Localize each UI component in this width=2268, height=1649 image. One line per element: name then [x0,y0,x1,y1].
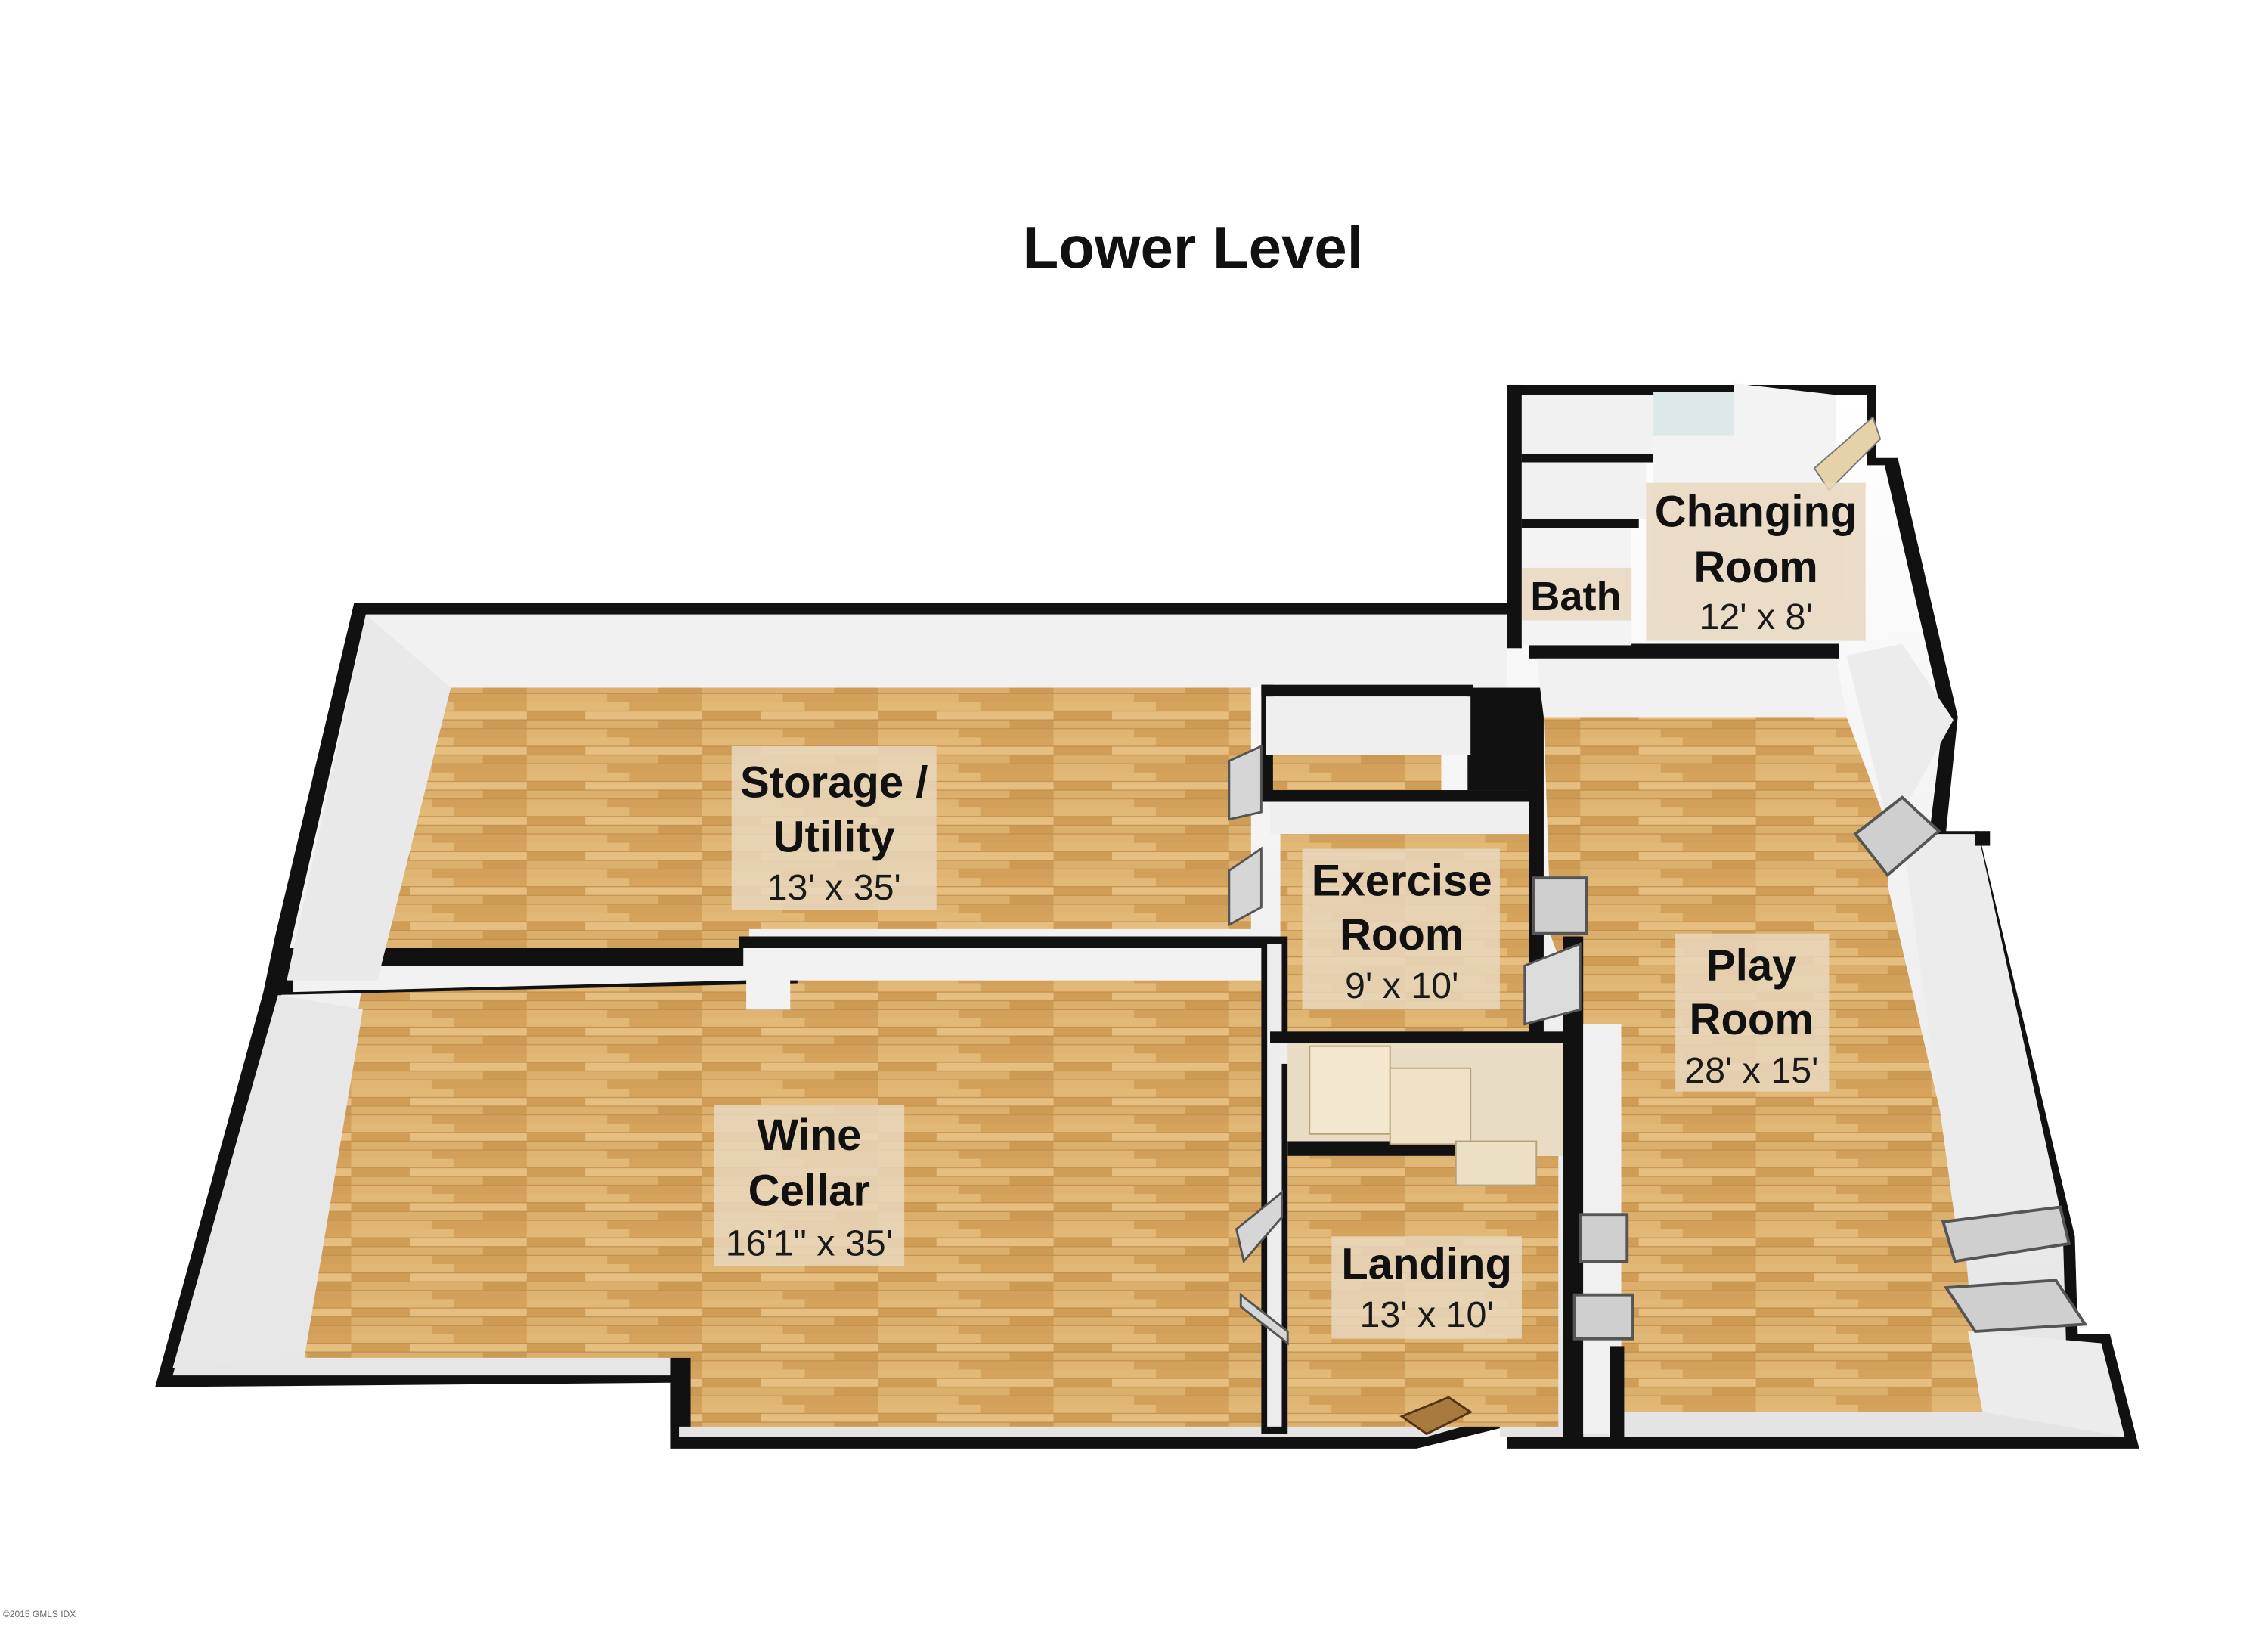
label-wine-cellar: Wine Cellar 16'1" x 35' [714,1105,905,1266]
window-icon [1941,1205,2071,1263]
room-name: Room [1693,543,1817,592]
closet-floor [1270,753,1442,791]
room-name: Play [1706,941,1796,990]
doors-windows [1228,415,2088,1436]
room-dimensions: 12' x 8' [1699,597,1812,637]
room-name: Utility [773,812,895,861]
door-icon [1399,1396,1473,1436]
room-dimensions: 13' x 10' [1360,1294,1494,1335]
label-changing-room: Changing Room 12' x 8' [1646,482,1866,641]
room-name: Wine [757,1111,861,1160]
room-name: Room [1690,995,1814,1044]
copyright-text: ©2015 GMLS IDX [3,1609,76,1620]
label-landing: Landing 13' x 10' [1331,1236,1522,1339]
window-icon [1532,876,1588,935]
room-name: Storage / [740,758,928,807]
door-icon [1235,1190,1283,1264]
stairs [1309,1045,1538,1186]
page-title: Lower Level [1022,214,1364,281]
room-name: Exercise [1312,856,1492,905]
label-exercise-room: Exercise Room 9' x 10' [1302,848,1500,1010]
room-dimensions: 9' x 10' [1345,966,1458,1006]
window-icon [1853,795,1941,878]
room-dimensions: 16'1" x 35' [726,1223,893,1263]
window-icon [1572,1293,1634,1341]
door-icon [1239,1292,1289,1346]
room-name: Landing [1341,1239,1512,1288]
room-name: Cellar [748,1167,870,1216]
window-icon [1943,1279,2088,1334]
room-dimensions: 28' x 15' [1684,1050,1818,1091]
door-icon [1523,942,1582,1026]
room-dimensions: 13' x 35' [767,867,901,908]
label-storage-utility: Storage / Utility 13' x 35' [731,745,937,910]
window-icon [1579,1213,1629,1263]
label-bath: Bath [1521,567,1632,621]
door-icon [1228,744,1263,821]
door-icon [1228,846,1263,927]
label-play-room: Play Room 28' x 15' [1675,933,1830,1092]
room-name: Bath [1530,574,1621,619]
room-name: Room [1340,910,1464,959]
room-name: Changing [1655,488,1857,537]
